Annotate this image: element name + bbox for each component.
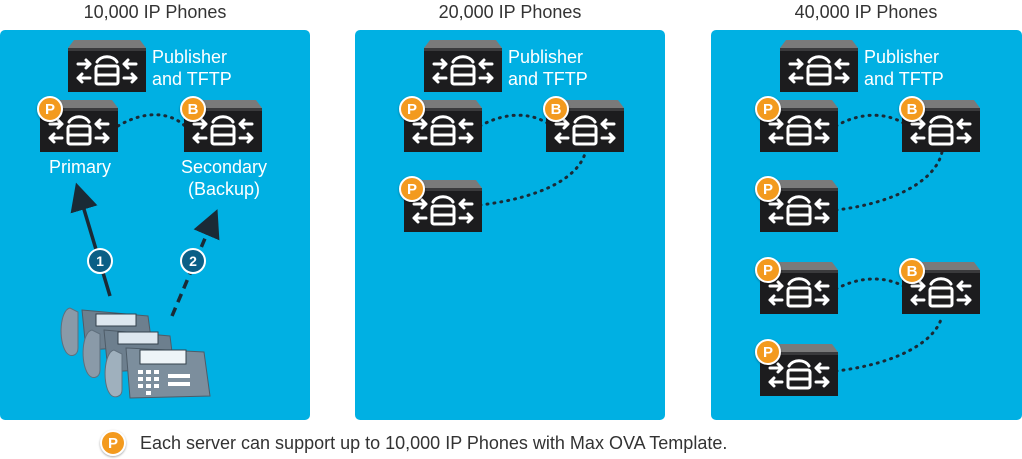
- primary-badge: P: [755, 96, 781, 122]
- primary-label: Primary: [49, 157, 111, 177]
- step-2-marker: 2: [180, 248, 206, 274]
- primary-badge: P: [755, 176, 781, 202]
- primary-badge: P: [37, 96, 63, 122]
- footnote-text: Each server can support up to 10,000 IP …: [140, 432, 728, 453]
- primary-badge-legend: P: [100, 430, 126, 456]
- primary-server-icon: [760, 344, 838, 396]
- primary-badge: P: [755, 339, 781, 365]
- ip-phone-icon: [52, 300, 222, 400]
- backup-badge: B: [899, 96, 925, 122]
- primary-badge: P: [755, 257, 781, 283]
- column-title-40k: 40,000 IP Phones: [794, 2, 938, 22]
- column-title-20k: 20,000 IP Phones: [438, 2, 582, 22]
- primary-server-icon: [760, 180, 838, 232]
- primary-badge: P: [399, 176, 425, 202]
- backup-badge: B: [543, 96, 569, 122]
- publisher-server-icon: [780, 40, 858, 92]
- primary-badge: P: [399, 96, 425, 122]
- publisher-server-icon: [424, 40, 502, 92]
- column-title-10k: 10,000 IP Phones: [83, 2, 227, 22]
- secondary-label: Secondary(Backup): [180, 157, 268, 199]
- publisher-server-icon: [68, 40, 146, 92]
- backup-badge: B: [899, 258, 925, 284]
- step-1-marker: 1: [87, 248, 113, 274]
- backup-badge: B: [180, 96, 206, 122]
- footnote: P Each server can support up to 10,000 I…: [100, 430, 727, 456]
- ip-phone-front: [104, 347, 211, 399]
